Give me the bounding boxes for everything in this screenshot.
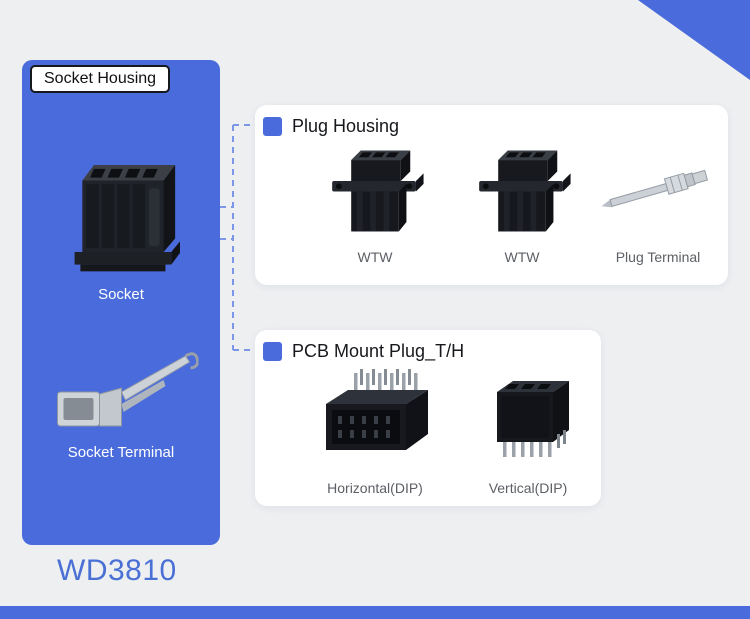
plug-terminal-label: Plug Terminal: [615, 249, 701, 265]
socket-housing-tag: Socket Housing: [30, 65, 171, 93]
vertical-dip-label: Vertical(DIP): [488, 480, 568, 496]
vertical-dip-item: Vertical(DIP): [453, 364, 603, 496]
socket-connector-image: [74, 165, 180, 272]
wtw-plug-image-1: [332, 150, 424, 232]
horizontal-dip-image: [325, 369, 428, 450]
wtw-plug-image-2: [479, 150, 571, 232]
bottom-bar-decoration: [0, 606, 750, 619]
wtw-item-2: WTW: [447, 141, 597, 265]
pcb-mount-plug-header: PCB Mount Plug_T/H: [263, 341, 464, 362]
plug-housing-card: Plug Housing WTW: [255, 105, 728, 285]
bullet-square-icon: [263, 117, 282, 136]
pcb-mount-plug-title: PCB Mount Plug_T/H: [292, 341, 465, 361]
vertical-dip-image: [497, 381, 569, 457]
socket-housing-panel: Socket Housing Socket: [22, 60, 220, 545]
wtw-item-1: WTW: [300, 141, 450, 265]
socket-terminal-image: [57, 352, 199, 427]
plug-terminal-image: [601, 169, 709, 208]
wtw-label-1: WTW: [357, 249, 393, 265]
plug-terminal-item: Plug Terminal: [583, 141, 733, 265]
socket-terminal-label: Socket Terminal: [67, 444, 175, 461]
pcb-mount-plug-card: PCB Mount Plug_T/H: [255, 330, 601, 506]
corner-triangle-decoration: [638, 0, 750, 80]
plug-housing-title: Plug Housing: [292, 116, 400, 136]
socket-label: Socket: [98, 286, 144, 303]
wtw-label-2: WTW: [504, 249, 540, 265]
model-number: WD3810: [57, 554, 177, 587]
horizontal-dip-label: Horizontal(DIP): [327, 480, 423, 496]
horizontal-dip-item: Horizontal(DIP): [300, 364, 450, 496]
bullet-square-icon: [263, 342, 282, 361]
plug-housing-header: Plug Housing: [263, 116, 399, 137]
